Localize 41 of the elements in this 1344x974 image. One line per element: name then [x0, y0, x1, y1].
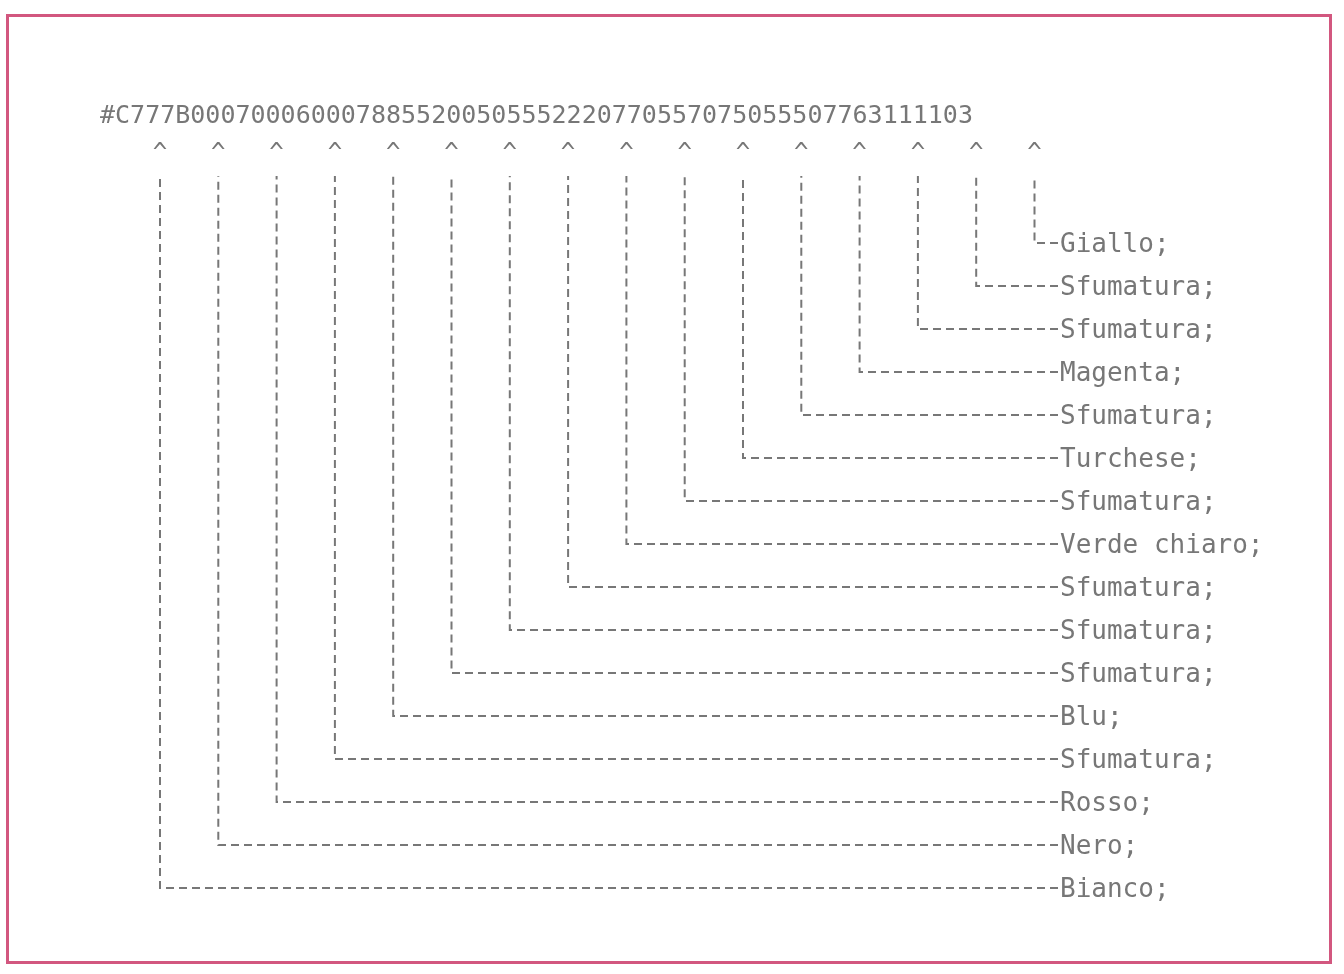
color-label: Giallo;: [1060, 228, 1170, 258]
color-label: Sfumatura;: [1060, 744, 1217, 774]
caret-mark: ^: [324, 140, 345, 164]
caret-mark: ^: [791, 140, 812, 164]
code-string: #C777B0007000600078855200505552220770557075055507763111103: [100, 100, 973, 130]
leader-line: [800, 175, 1059, 416]
color-label: Sfumatura;: [1060, 615, 1217, 645]
caret-mark: ^: [674, 140, 695, 164]
caret-mark: ^: [383, 140, 404, 164]
color-label: Sfumatura;: [1060, 271, 1217, 301]
caret-mark: ^: [150, 140, 170, 164]
caret-mark: ^: [266, 140, 287, 164]
leader-line: [508, 175, 1059, 631]
color-label: Sfumatura;: [1060, 400, 1217, 430]
leader-line: [683, 175, 1059, 502]
color-label: Verde chiaro;: [1060, 529, 1264, 559]
caret-mark: ^: [208, 140, 229, 164]
color-label: Magenta;: [1060, 357, 1186, 387]
caret-mark: ^: [733, 140, 753, 164]
leader-line: [916, 175, 1059, 330]
leader-line: [625, 175, 1059, 545]
caret-mark: ^: [558, 140, 579, 164]
color-label: Rosso;: [1060, 787, 1154, 817]
color-label: Turchese;: [1060, 443, 1201, 473]
caret-mark: ^: [849, 140, 870, 164]
caret-mark: ^: [907, 140, 928, 164]
caret-mark: ^: [966, 140, 987, 164]
leader-line: [567, 175, 1059, 588]
caret-mark: ^: [616, 140, 637, 164]
color-label: Bianco;: [1060, 873, 1170, 903]
caret-mark: ^: [441, 140, 462, 164]
leader-line: [975, 175, 1059, 287]
color-label: Sfumatura;: [1060, 486, 1217, 516]
color-label: Nero;: [1060, 830, 1139, 860]
color-label: Sfumatura;: [1060, 572, 1217, 602]
caret-mark: ^: [1024, 140, 1045, 164]
color-label: Sfumatura;: [1060, 314, 1217, 344]
color-label: Blu;: [1060, 701, 1123, 731]
leader-line: [858, 175, 1059, 373]
color-label: Sfumatura;: [1060, 658, 1217, 688]
caret-mark: ^: [499, 140, 520, 164]
